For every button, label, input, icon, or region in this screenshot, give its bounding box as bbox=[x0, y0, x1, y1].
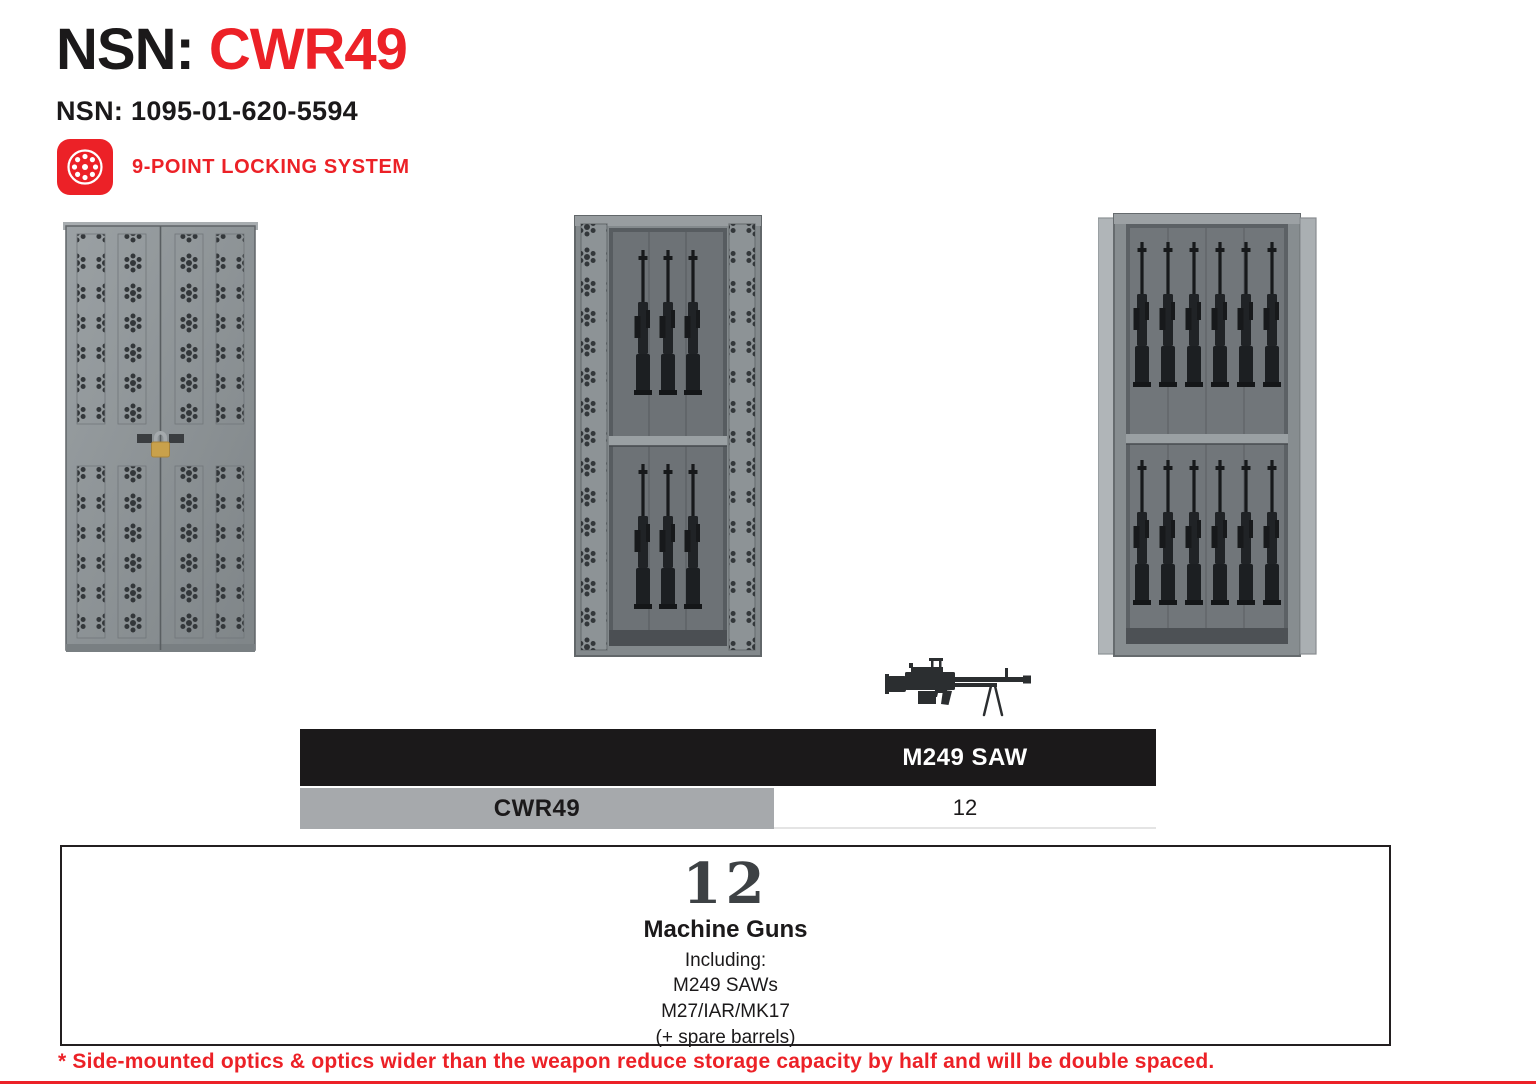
table-row: CWR49 12 bbox=[300, 788, 1156, 829]
cabinet-loaded-image bbox=[1098, 213, 1317, 657]
cabinet-closed-image bbox=[63, 222, 258, 652]
title-prefix: NSN: bbox=[56, 17, 195, 82]
nsn-number: NSN: 1095-01-620-5594 bbox=[56, 96, 358, 126]
capacity-table: M249 SAW CWR49 12 bbox=[300, 729, 1156, 829]
table-header-row: M249 SAW bbox=[300, 729, 1156, 786]
table-header-m249: M249 SAW bbox=[902, 743, 1028, 771]
capacity-summary-box: 12 Machine Guns Including: M249 SAWs M27… bbox=[60, 845, 1391, 1048]
locking-system-label: 9-POINT LOCKING SYSTEM bbox=[132, 155, 410, 178]
title-model: CWR49 bbox=[208, 17, 408, 82]
locking-system-row: 9-POINT LOCKING SYSTEM bbox=[56, 138, 410, 196]
bottom-rule bbox=[0, 1081, 1536, 1084]
including-label: Including: bbox=[684, 949, 767, 971]
included-item: M249 SAWs bbox=[673, 975, 778, 997]
table-cell-capacity: 12 bbox=[774, 788, 1156, 829]
footnote: * Side-mounted optics & optics wider tha… bbox=[58, 1050, 1215, 1073]
cabinet-open-image bbox=[574, 215, 762, 657]
page-title: NSN: CWR49 bbox=[56, 16, 408, 83]
nine-point-lock-icon bbox=[57, 139, 113, 195]
category-label: Machine Guns bbox=[643, 915, 808, 943]
included-item: M27/IAR/MK17 bbox=[661, 1001, 790, 1023]
table-cell-model: CWR49 bbox=[300, 788, 774, 829]
m249-saw-image bbox=[885, 658, 1031, 717]
total-count: 12 bbox=[682, 851, 769, 917]
included-item: (+ spare barrels) bbox=[655, 1026, 796, 1048]
